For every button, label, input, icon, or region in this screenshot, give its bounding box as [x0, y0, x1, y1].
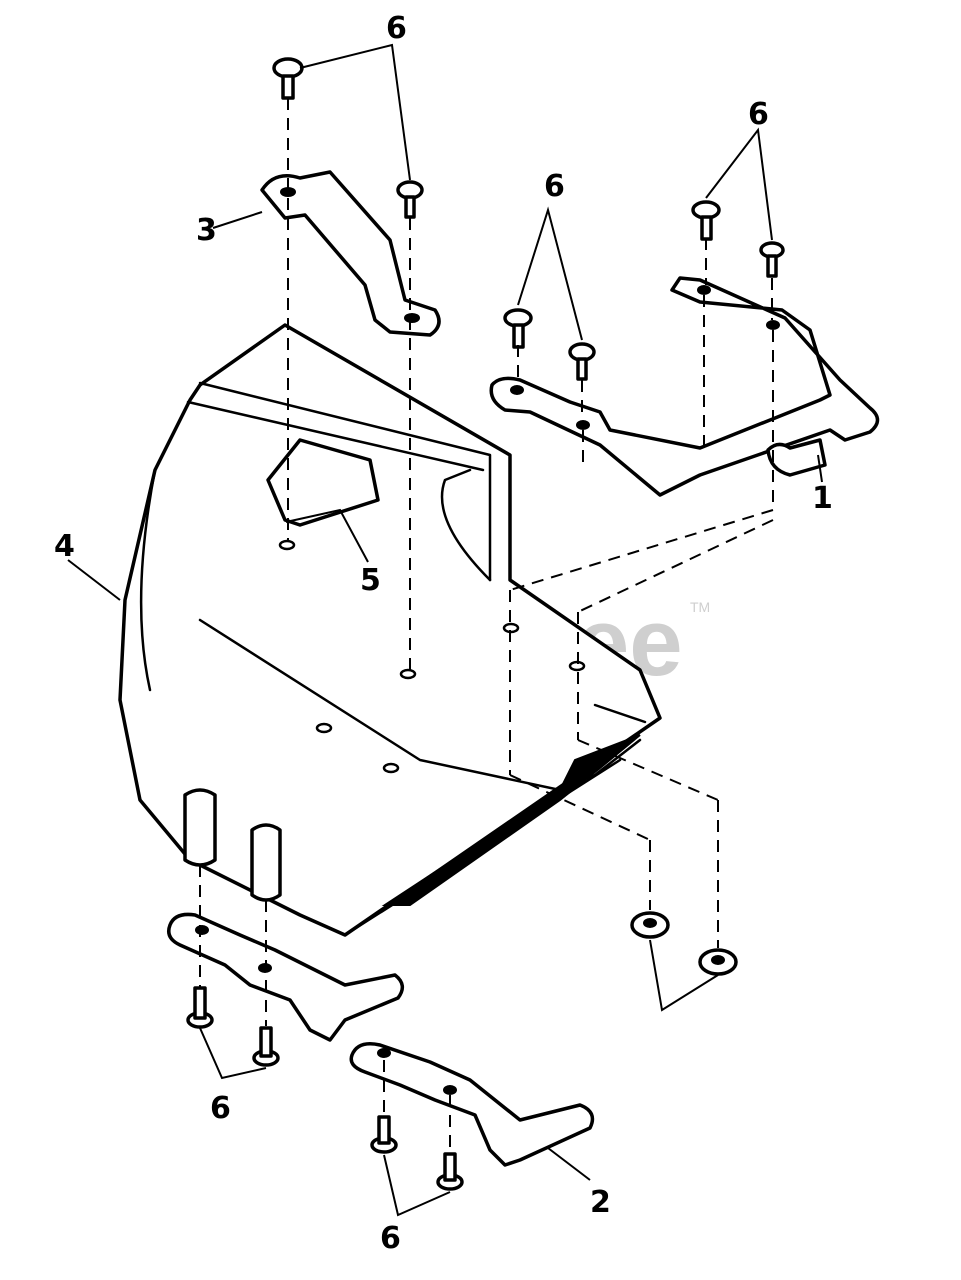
- screw: [186, 986, 214, 1029]
- nut: [630, 911, 670, 939]
- leader-lines: [67, 43, 823, 1217]
- callout-1: 1: [812, 481, 833, 516]
- screw: [691, 200, 721, 241]
- callout-3: 3: [196, 213, 217, 248]
- screw: [503, 308, 533, 349]
- watermark-trademark: TM: [690, 599, 710, 615]
- part-1-handle: [489, 276, 880, 497]
- screw: [396, 180, 424, 219]
- screw: [252, 1026, 280, 1067]
- part-3-bracket: [260, 170, 441, 337]
- part-4-chute-housing: [118, 323, 662, 937]
- callout-4: 4: [54, 529, 75, 564]
- screw: [568, 342, 596, 381]
- nut: [698, 948, 738, 976]
- callout-2: 2: [590, 1185, 611, 1220]
- screw: [272, 57, 304, 100]
- callout-6: 6: [748, 97, 769, 132]
- part-2-bracket-right: [349, 1042, 595, 1167]
- callout-6: 6: [210, 1091, 231, 1126]
- callout-6: 6: [386, 11, 407, 46]
- callout-6: 6: [380, 1221, 401, 1256]
- screws-6: [186, 57, 785, 1191]
- part-5-label: [266, 438, 380, 527]
- callout-labels: 6 6 6 3 4 5 1 6 2 6: [54, 11, 833, 1256]
- screw: [436, 1152, 464, 1191]
- screw: [759, 241, 785, 278]
- callout-5: 5: [360, 563, 381, 598]
- callout-6: 6: [544, 169, 565, 204]
- screw: [370, 1115, 398, 1154]
- assembly-lines: [199, 98, 774, 1152]
